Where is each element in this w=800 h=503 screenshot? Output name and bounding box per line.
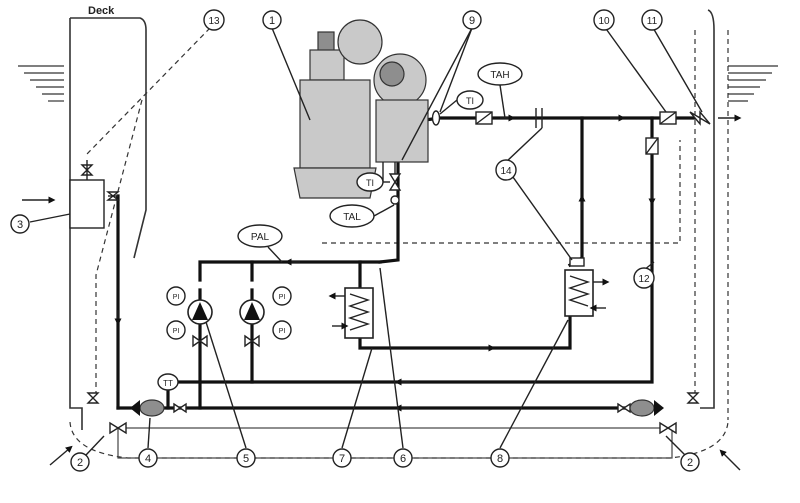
strainers	[130, 399, 664, 417]
sea-level-left	[18, 65, 64, 102]
pi-4-label: PI	[279, 328, 286, 335]
pressure-gauges: PI PI PI PI	[166, 286, 292, 340]
callout-2-left: 2	[70, 452, 90, 472]
svg-text:11: 11	[647, 16, 658, 27]
callout-leaders	[29, 25, 703, 457]
diesel-engine	[293, 19, 429, 199]
callout-4: 4	[138, 448, 158, 468]
svg-text:10: 10	[598, 16, 610, 27]
instrument-tt: TT	[157, 373, 179, 391]
pi-1-label: PI	[173, 294, 180, 301]
callout-2-right: 2	[680, 452, 700, 472]
instrument-pal: PAL	[237, 224, 283, 263]
svg-text:5: 5	[243, 453, 249, 465]
ti-engine-label: TI	[366, 178, 374, 188]
heat-exchanger-right	[564, 269, 610, 317]
callout-10: 10	[593, 9, 615, 31]
callout-13: 13	[203, 9, 225, 31]
svg-text:14: 14	[500, 166, 512, 177]
svg-text:13: 13	[208, 16, 220, 27]
callout-1: 1	[262, 10, 282, 30]
svg-text:1: 1	[269, 15, 275, 27]
svg-text:12: 12	[638, 274, 650, 285]
svg-text:3: 3	[17, 219, 23, 231]
deck-label: Deck	[88, 5, 115, 17]
tt-label: TT	[163, 379, 173, 388]
flow-arrows	[22, 114, 742, 471]
callout-3: 3	[10, 214, 30, 234]
tank-vent-valve	[80, 160, 94, 180]
callout-11: 11	[641, 9, 663, 31]
callout-6: 6	[393, 448, 413, 468]
tal-label: TAL	[343, 212, 361, 223]
svg-text:4: 4	[145, 453, 151, 465]
callout-8: 8	[490, 448, 510, 468]
tah-label: TAH	[490, 70, 509, 81]
callout-5: 5	[236, 448, 256, 468]
svg-text:6: 6	[400, 453, 406, 465]
vent-line-13	[85, 27, 211, 156]
instrument-ti-engine: TI	[356, 172, 390, 192]
svg-text:2: 2	[687, 457, 693, 469]
svg-text:2: 2	[77, 457, 83, 469]
expansion-tank	[69, 179, 105, 229]
callout-7: 7	[332, 448, 352, 468]
callout-12: 12	[633, 267, 655, 289]
instrument-ti-top: TI	[439, 90, 484, 115]
svg-text:8: 8	[497, 453, 503, 465]
dashed-line-left-drain	[95, 99, 143, 395]
dashed-engine-line	[322, 140, 681, 244]
callout-14: 14	[495, 159, 517, 181]
sea-level-right	[728, 65, 778, 102]
instrument-tal: TAL	[329, 204, 395, 228]
valves	[86, 108, 711, 435]
ship-hull-right-side	[700, 9, 715, 409]
callout-9: 9	[462, 10, 482, 30]
pal-label: PAL	[251, 232, 270, 243]
heat-exchanger-left	[328, 287, 374, 339]
pi-3-label: PI	[279, 294, 286, 301]
pi-2-label: PI	[173, 328, 180, 335]
circulation-pumps	[187, 299, 265, 325]
svg-text:7: 7	[339, 453, 345, 465]
deck-line	[70, 17, 147, 259]
ti-top-label: TI	[466, 96, 474, 106]
svg-text:9: 9	[469, 15, 475, 27]
instrument-tah: TAH	[477, 62, 523, 119]
